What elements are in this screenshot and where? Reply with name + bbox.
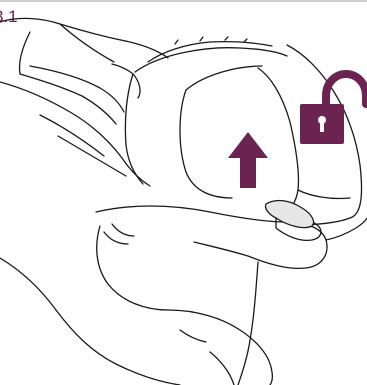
release-button bbox=[265, 201, 313, 228]
arrow-up-icon bbox=[228, 132, 268, 188]
lower-hand bbox=[0, 206, 367, 385]
upper-hand bbox=[0, 18, 168, 186]
unlock-padlock-icon bbox=[300, 74, 366, 144]
